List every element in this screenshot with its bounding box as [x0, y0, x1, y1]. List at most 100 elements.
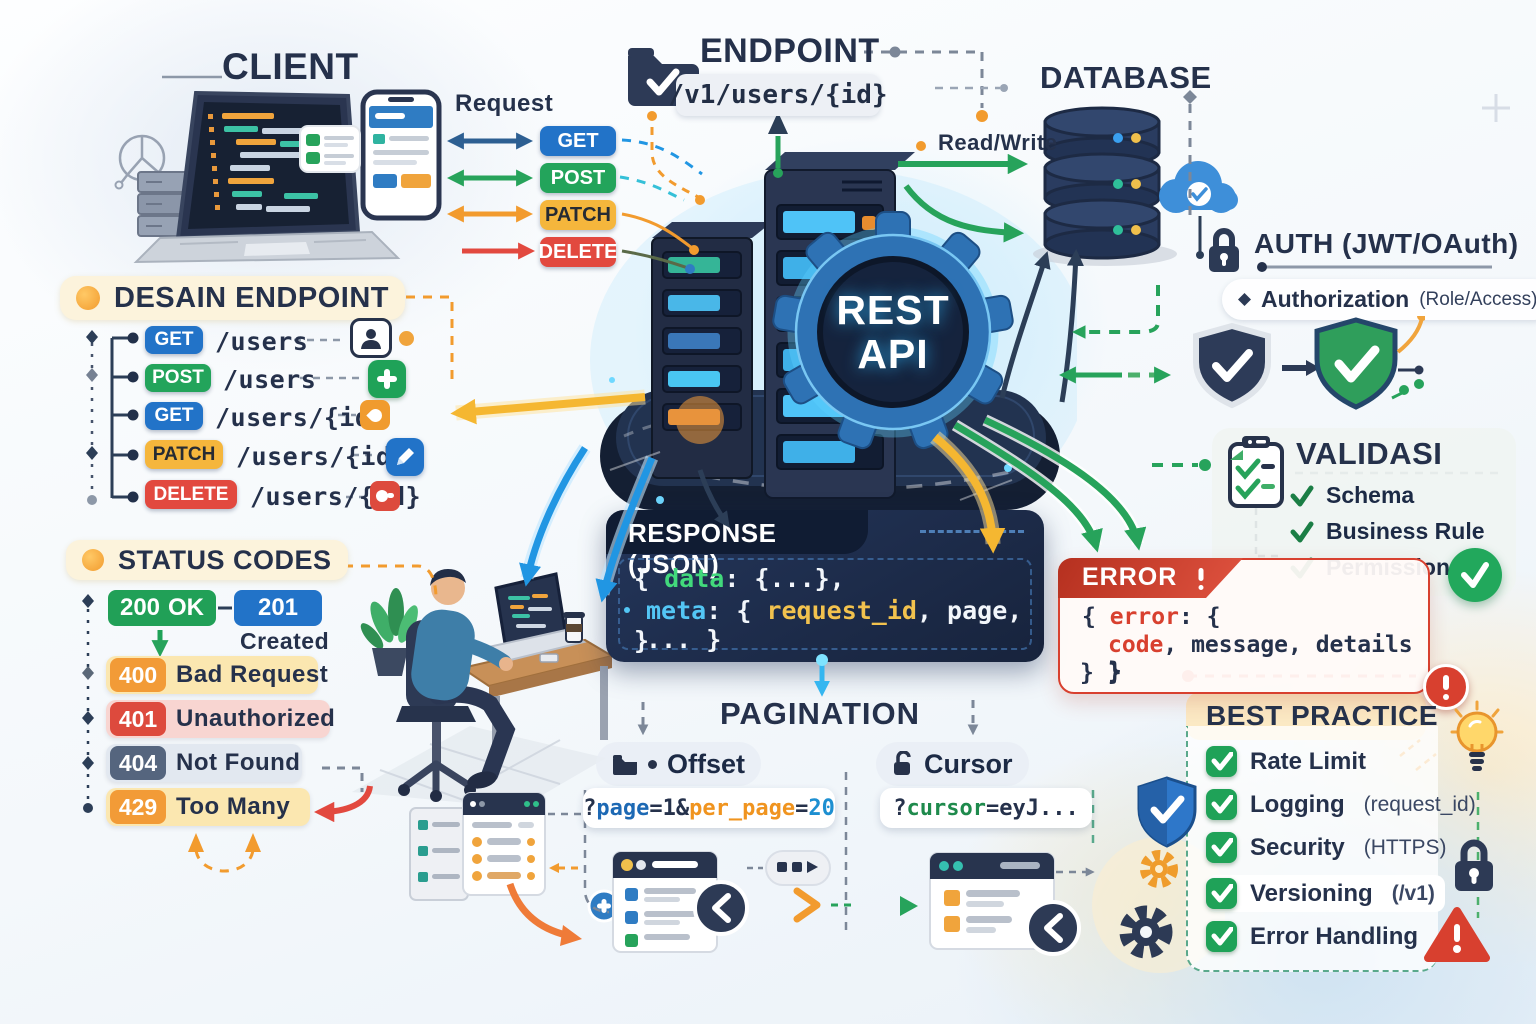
status-400-label: Bad Request — [176, 661, 329, 688]
green-shield-check-icon — [1314, 317, 1398, 410]
bp-label: Versioning — [1250, 879, 1373, 907]
user-icon — [350, 318, 392, 358]
client-devices-illustration — [114, 89, 442, 264]
status-code: 429 — [118, 793, 158, 820]
code-token: : {...}, — [724, 564, 845, 593]
client-title: CLIENT — [222, 46, 359, 87]
status-201-label: Created — [240, 628, 330, 654]
blue-shield-icon — [1137, 776, 1197, 848]
code-token: { — [1082, 604, 1110, 630]
offset-label: Offset — [667, 748, 746, 779]
query-token: = — [795, 795, 809, 821]
bp-item-security: Security (HTTPS) — [1206, 832, 1447, 863]
checkbox-check-icon — [1206, 789, 1237, 820]
error-code-line2: code, message, details } — [1108, 632, 1428, 684]
authorization-row: Authorization (Role/Access) — [1222, 279, 1536, 320]
developer-at-desk-illustration — [352, 569, 615, 808]
bp-item-rate-limit: Rate Limit — [1206, 746, 1366, 777]
code-bullet — [624, 607, 630, 613]
route-method-delete: DELETE — [145, 480, 237, 509]
code-token: , message, details } — [1108, 632, 1413, 684]
query-token: ? — [893, 795, 907, 821]
status-label: OK — [168, 594, 205, 621]
page-dots-pill-icon — [765, 850, 831, 886]
phone-icon — [360, 89, 442, 221]
bullet-dot-icon — [648, 759, 657, 769]
rest-api-line1: REST — [836, 287, 950, 333]
status-code: 400 — [118, 661, 158, 688]
cursor-pagination-illustration — [929, 837, 1225, 973]
plus-icon — [368, 360, 406, 398]
authorization-label: Authorization — [1261, 286, 1410, 312]
database-title: DATABASE — [1040, 60, 1212, 95]
coffee-cup-icon — [563, 612, 585, 643]
status-codes-header: STATUS CODES — [66, 540, 348, 580]
orange-dot-icon — [82, 549, 104, 571]
auth-shields-illustration — [1193, 316, 1425, 410]
method-badge-delete: DELETE — [539, 237, 617, 267]
browser-card-icon — [612, 851, 718, 953]
status-badge-201: 201 — [234, 590, 322, 626]
status-badge-400: 400 — [110, 658, 166, 692]
cursor-query: ?cursor=eyJ... — [880, 788, 1092, 828]
browser-card-icon — [929, 852, 1055, 950]
method-badge-get: GET — [540, 126, 616, 156]
query-token: =eyJ... — [986, 795, 1079, 821]
error-header-banner: ERROR — [1058, 558, 1243, 598]
query-token-page: page — [596, 795, 650, 821]
list-card-front-icon — [462, 792, 546, 896]
status-code: 401 — [118, 705, 158, 732]
code-token: , page, ... } — [646, 596, 1023, 654]
endpoint-path: /v1/users/{id} — [668, 74, 888, 116]
best-practice-title: BEST PRACTICE — [1206, 700, 1439, 731]
method-badge-post: POST — [540, 163, 616, 193]
validasi-title: VALIDASI — [1296, 436, 1443, 471]
validasi-item-business-rule: Business Rule — [1290, 518, 1485, 545]
status-badge-401: 401 — [110, 702, 166, 736]
alert-circle-icon — [1423, 664, 1469, 710]
bp-label: Security — [1250, 833, 1345, 861]
code-token: : { — [706, 596, 767, 625]
response-code-line3: } — [634, 626, 650, 655]
cursor-header: Cursor — [876, 742, 1029, 786]
remove-icon — [370, 481, 400, 511]
check-icon — [1290, 521, 1314, 542]
query-token-20: 20 — [808, 795, 835, 821]
diamond-bullet-icon — [1238, 293, 1251, 306]
read-write-label: Read/Write — [938, 130, 1058, 155]
person-icon — [411, 569, 516, 789]
bp-detail: (request_id) — [1363, 792, 1476, 816]
orange-gear-icon — [1140, 850, 1178, 888]
status-badge-429: 429 — [110, 790, 166, 824]
orange-curved-arrow — [506, 882, 567, 939]
bp-detail-v1: (/v1) — [1391, 881, 1435, 905]
response-json-panel: RESPONSE (JSON) { data: {...}, meta: { r… — [606, 510, 1044, 662]
bp-detail: (HTTPS) — [1363, 835, 1447, 859]
code-token: { — [634, 564, 665, 593]
green-check-circle-icon — [1448, 548, 1502, 602]
cursor-label: Cursor — [924, 748, 1013, 779]
code-token-code: code — [1108, 632, 1164, 658]
status-badge-200: 200 OK — [108, 590, 216, 626]
navy-shield-check-icon — [1193, 322, 1271, 409]
lock-open-icon — [894, 751, 911, 775]
checkbox-check-icon — [1206, 878, 1237, 909]
desain-endpoint-header: DESAIN ENDPOINT — [60, 276, 405, 320]
response-code-line2: meta: { request_id, page, ... } — [646, 596, 1044, 654]
prev-page-button-icon — [693, 880, 749, 936]
status-code: 200 — [119, 594, 161, 621]
bp-item-versioning: Versioning (/v1) — [1206, 875, 1445, 912]
lightbulb-icon — [1450, 700, 1504, 771]
error-code-line1: { error: { — [1082, 604, 1221, 630]
route-path: /users — [215, 327, 309, 356]
checklist-clipboard-icon — [1228, 436, 1284, 508]
status-404-label: Not Found — [176, 749, 301, 776]
edit-icon — [386, 438, 424, 476]
desain-endpoint-title: DESAIN ENDPOINT — [114, 281, 389, 314]
status-badge-404: 404 — [110, 746, 166, 780]
code-token-data: data — [664, 564, 725, 593]
route-method-patch: PATCH — [145, 440, 223, 469]
rest-api-gear-label: REST API — [825, 288, 961, 376]
bp-item-error-handling: Error Handling — [1206, 921, 1418, 952]
